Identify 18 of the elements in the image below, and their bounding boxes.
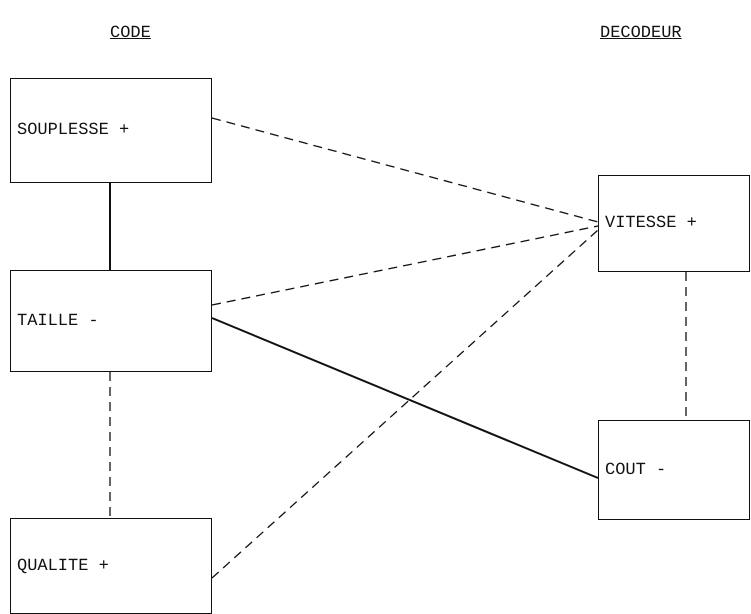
box-label: QUALITE + <box>17 556 109 576</box>
box-label: COUT - <box>605 460 666 480</box>
connector-line <box>212 117 598 223</box>
text-box <box>10 270 212 372</box>
text-box <box>10 518 212 614</box>
box-label: VITESSE + <box>605 214 697 233</box>
column-heading: DECODEUR <box>600 24 682 43</box>
connector-line <box>212 317 598 479</box>
connector-line <box>212 230 598 578</box>
text-box <box>10 78 212 183</box>
text-box <box>598 420 750 520</box>
text-box <box>598 175 750 272</box>
column-heading: CODE <box>110 24 151 43</box>
box-label: SOUPLESSE + <box>17 121 130 140</box>
box-label: TAILLE - <box>17 312 99 330</box>
connector-line <box>109 372 111 518</box>
connector-line <box>109 183 111 270</box>
connector-line <box>212 225 598 306</box>
